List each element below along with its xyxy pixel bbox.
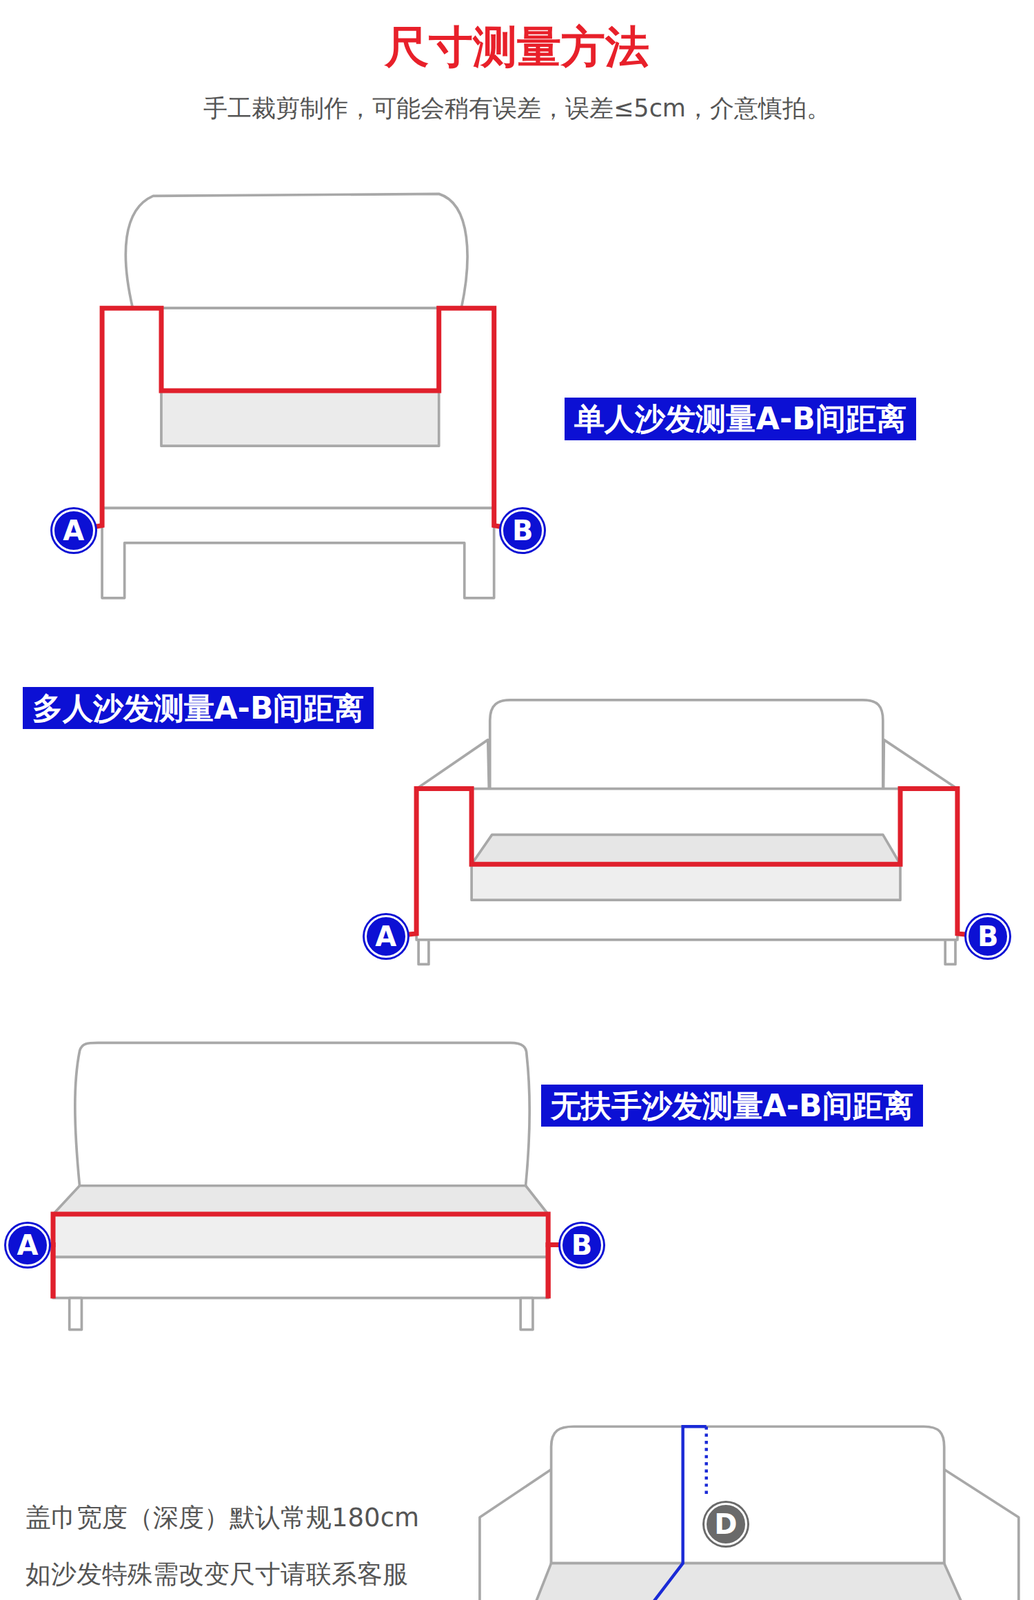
seat-cushion xyxy=(161,390,440,446)
point-marker: A xyxy=(364,915,408,959)
point-letter: A xyxy=(16,1231,38,1260)
box-text: 无扶手沙发测量A-B间距离 xyxy=(550,1088,914,1124)
box-text: 多人沙发测量A-B间距离 xyxy=(32,690,365,726)
sofa-leg xyxy=(520,1298,533,1331)
seat-top xyxy=(53,1186,549,1215)
point-letter: B xyxy=(977,923,999,951)
measure-line xyxy=(407,789,968,936)
sofa-leg xyxy=(418,940,429,966)
title-box: 多人沙发测量A-B间距离 xyxy=(22,687,375,730)
sofa-back xyxy=(75,1042,531,1186)
title-box: 无扶手沙发测量A-B间距离 xyxy=(541,1085,924,1128)
point-letter: A xyxy=(374,923,397,951)
measure-line xyxy=(94,308,502,527)
sofa-body xyxy=(53,1257,549,1299)
measure-line xyxy=(48,1214,561,1245)
side-note: 如沙发特殊需改变尺寸请联系客服 xyxy=(25,1559,409,1591)
depth-line xyxy=(653,1426,707,1600)
point-letter: D xyxy=(714,1511,737,1539)
point-letter: A xyxy=(62,517,85,545)
point-marker: B xyxy=(560,1224,604,1267)
point-marker: D xyxy=(704,1503,748,1547)
sofa-leg xyxy=(945,940,956,966)
depth-line-dotted xyxy=(704,1426,708,1496)
sofa-arm xyxy=(944,1469,1019,1600)
disclaimer-note: 手工裁剪制作，可能会稍有误差，误差≤5cm，介意慎拍。 xyxy=(0,93,1034,123)
seat-cushion xyxy=(471,864,901,901)
title-box: 单人沙发测量A-B间距离 xyxy=(564,397,917,440)
sofa-base xyxy=(102,508,495,598)
point-marker: A xyxy=(6,1224,49,1267)
seat-top xyxy=(535,1564,961,1600)
side-note: 盖巾宽度（深度）默认常规180cm xyxy=(25,1503,420,1534)
point-marker: A xyxy=(52,509,96,553)
measure-line xyxy=(50,1245,56,1297)
page-title: 尺寸测量方法 xyxy=(0,22,1034,72)
box-text: 单人沙发测量A-B间距离 xyxy=(574,401,907,437)
point-marker: B xyxy=(501,509,544,553)
point-letter: B xyxy=(512,517,534,545)
sofa-back xyxy=(551,1426,945,1564)
point-letter: B xyxy=(571,1231,593,1260)
sofa-arm xyxy=(479,1469,552,1600)
measure-line xyxy=(545,1245,551,1297)
sofa-leg xyxy=(69,1298,83,1331)
seat-top xyxy=(471,834,901,865)
sofa-back xyxy=(125,193,468,309)
seat-front xyxy=(53,1214,549,1258)
point-marker: B xyxy=(966,915,1010,959)
